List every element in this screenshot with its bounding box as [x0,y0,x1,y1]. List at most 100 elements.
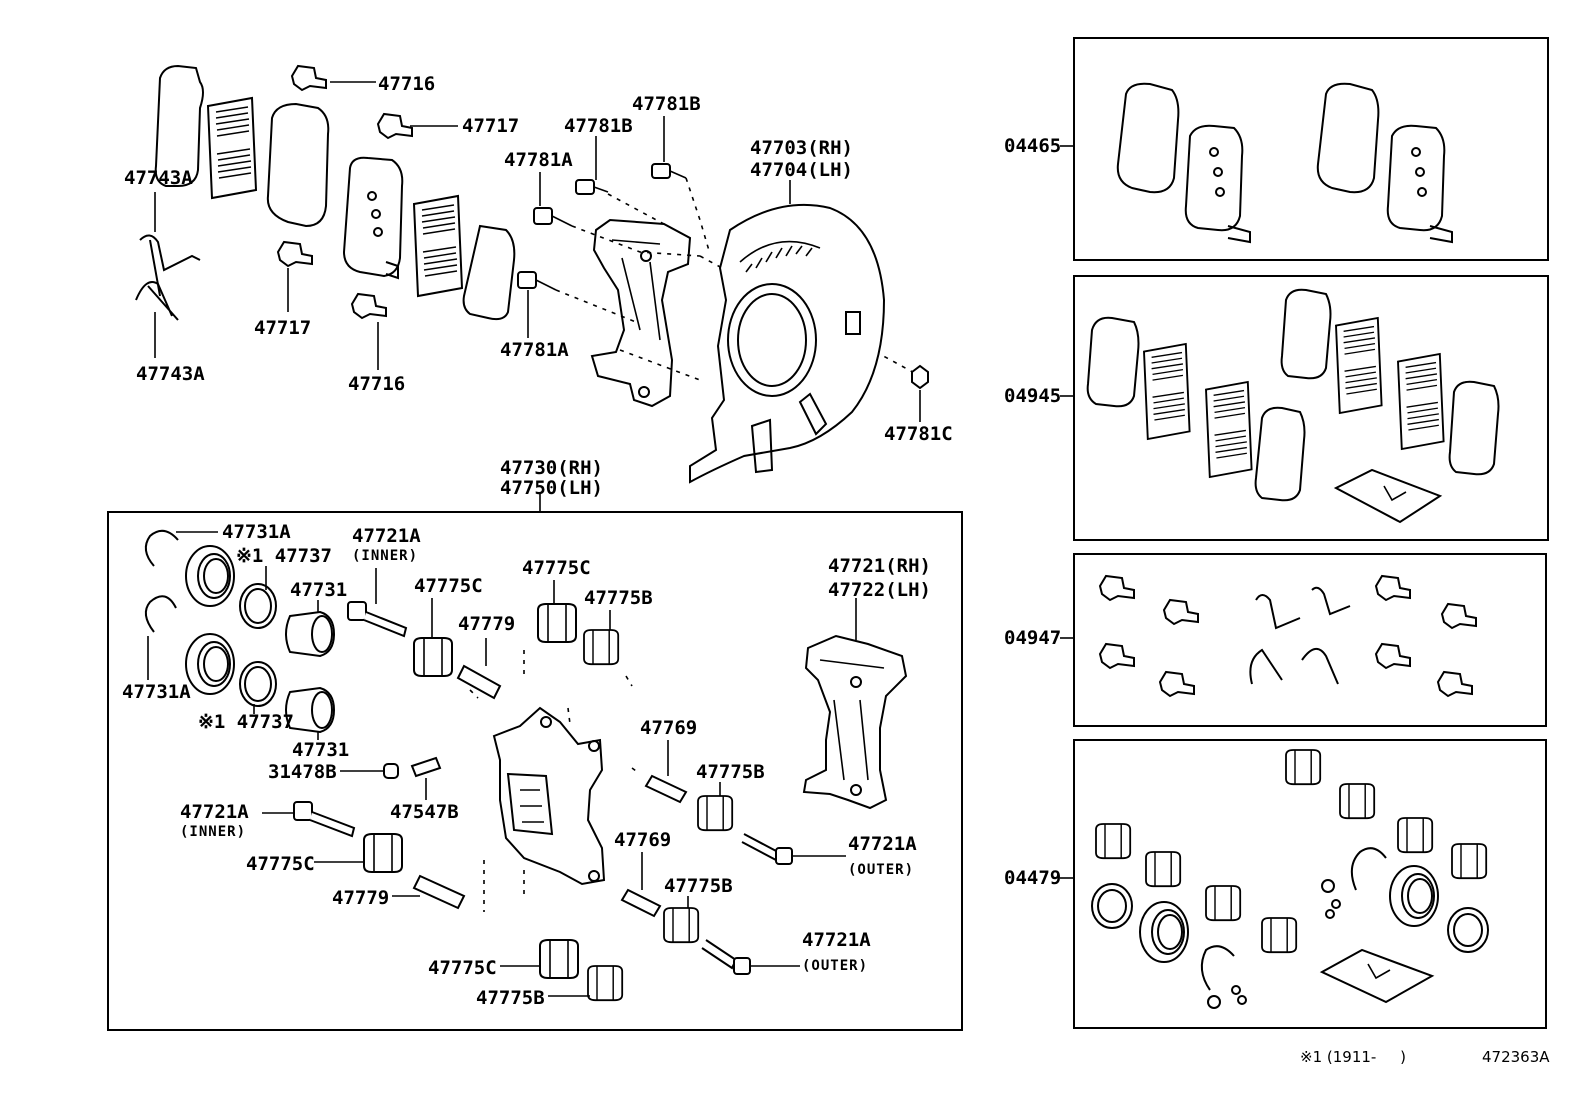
kit-box-04465 [1073,37,1549,261]
caliper-body [492,706,606,886]
label-47775B-b: 47775B [696,761,765,783]
boot-47775B-c [663,907,700,944]
label-47775C-c: 47775C [246,853,315,875]
boot-47775C-b [537,603,577,643]
outer-pad-left [266,102,330,228]
label-47779-bot: 47779 [332,887,389,909]
spring-47743A [135,234,201,321]
caliper-mount-bracket [590,218,692,408]
sleeve-47769-a [644,774,688,804]
bolt-47721A-inner-bot [293,801,356,838]
label-47775B-d: 47775B [476,987,545,1009]
label-47781A-bot: 47781A [500,339,569,361]
label-47743A-top: 47743A [124,167,193,189]
label-47737-bot: ※1 47737 [198,711,294,733]
outer-shim-center [462,224,516,321]
label-47716-bot: 47716 [348,373,405,395]
label-47704: 47704(LH) [750,159,853,181]
bolt-47721A-outer-a [741,833,793,865]
caliper-assembly-box [107,511,963,1031]
label-47781B-a: 47781B [564,115,633,137]
kit-04479-seals [1091,749,1489,1009]
label-47547B: 47547B [390,801,459,823]
boot-47775B-a [583,629,620,666]
clip-47717-bot [277,241,313,267]
kit-box-04947 [1073,553,1547,727]
pad-lined-center [413,195,463,297]
boot-47775C-c [363,833,403,873]
label-47721A-outer-a: 47721A [848,833,917,855]
clip-47717-top [377,113,413,139]
snap-ring-47731A-top [144,529,179,567]
inner-pad-center [342,156,404,280]
label-47721-rh: 47721(RH) [828,555,931,577]
label-inner-bot: (INNER) [180,824,246,840]
ring-47737-top [239,583,277,629]
dust-shield [689,203,886,484]
label-47775C-d: 47775C [428,957,497,979]
diagram-code: 472363A [1482,1048,1550,1066]
label-47779-top: 47779 [458,613,515,635]
clip-47716-top [291,65,327,91]
boot-47775B-d [587,965,624,1002]
label-outer-b: (OUTER) [802,958,868,974]
label-47731A-bot: 47731A [122,681,191,703]
label-47703: 47703(RH) [750,137,853,159]
label-47781B-b: 47781B [632,93,701,115]
label-47722-lh: 47722(LH) [828,579,931,601]
snap-ring-47731A-bot [144,595,177,633]
pad-lined-left [207,97,257,199]
label-47775C-b: 47775C [522,557,591,579]
cap-31478B [383,763,399,779]
label-47717-bot: 47717 [254,317,311,339]
piston-seal-bot [185,633,235,695]
kit-box-04945 [1073,275,1549,541]
piston-seal-top [185,545,235,607]
label-47731A-top: 47731A [222,521,291,543]
boot-47775C-d [539,939,579,979]
sleeve-47779-top [456,664,502,700]
label-47731-bot: 47731 [292,739,349,761]
label-31478B: 31478B [268,761,337,783]
caliper-support-bracket [802,634,908,810]
footer-note: ※1 (1911- ) [1300,1048,1406,1066]
ring-47737-bot [239,661,277,707]
label-kit-04479: 04479 [1004,867,1061,889]
outer-shim-left [154,64,204,187]
label-47769-b: 47769 [614,829,671,851]
label-47731-top: 47731 [290,579,347,601]
piston-47731-top [285,611,335,657]
label-outer-a: (OUTER) [848,862,914,878]
label-47721A-inner-bot: 47721A [180,801,249,823]
bolt-47781B-a [575,179,609,195]
kit-04945-pads [1086,288,1500,524]
nut-47781C [911,364,929,390]
kit-04465-pads [1116,82,1453,244]
label-inner-top: (INNER) [352,548,418,564]
label-47743A-bot: 47743A [136,363,205,385]
label-kit-04947: 04947 [1004,627,1061,649]
label-47717-top: 47717 [462,115,519,137]
bleeder-47547B [410,756,442,778]
label-47750: 47750(LH) [500,477,603,499]
kit-04947-clips [1099,575,1477,697]
label-47775B-a: 47775B [584,587,653,609]
kit-box-04479 [1073,739,1547,1029]
bolt-47721A-outer-b [701,939,751,975]
boot-47775B-b [697,795,734,832]
bolt-47781A-b [517,271,557,291]
label-47781A-top: 47781A [504,149,573,171]
label-kit-04945: 04945 [1004,385,1061,407]
bolt-47721A-inner-top [347,601,408,638]
bolt-47781A-a [533,207,573,227]
clip-47716-bot [351,293,387,319]
label-47721A-inner-top: 47721A [352,525,421,547]
label-47781C: 47781C [884,423,953,445]
sleeve-47769-b [620,888,662,918]
boot-47775C-a [413,637,453,677]
label-47769-a: 47769 [640,717,697,739]
sleeve-47779-bot [412,874,466,910]
label-47721A-outer-b: 47721A [802,929,871,951]
label-kit-04465: 04465 [1004,135,1061,157]
label-47730: 47730(RH) [500,457,603,479]
